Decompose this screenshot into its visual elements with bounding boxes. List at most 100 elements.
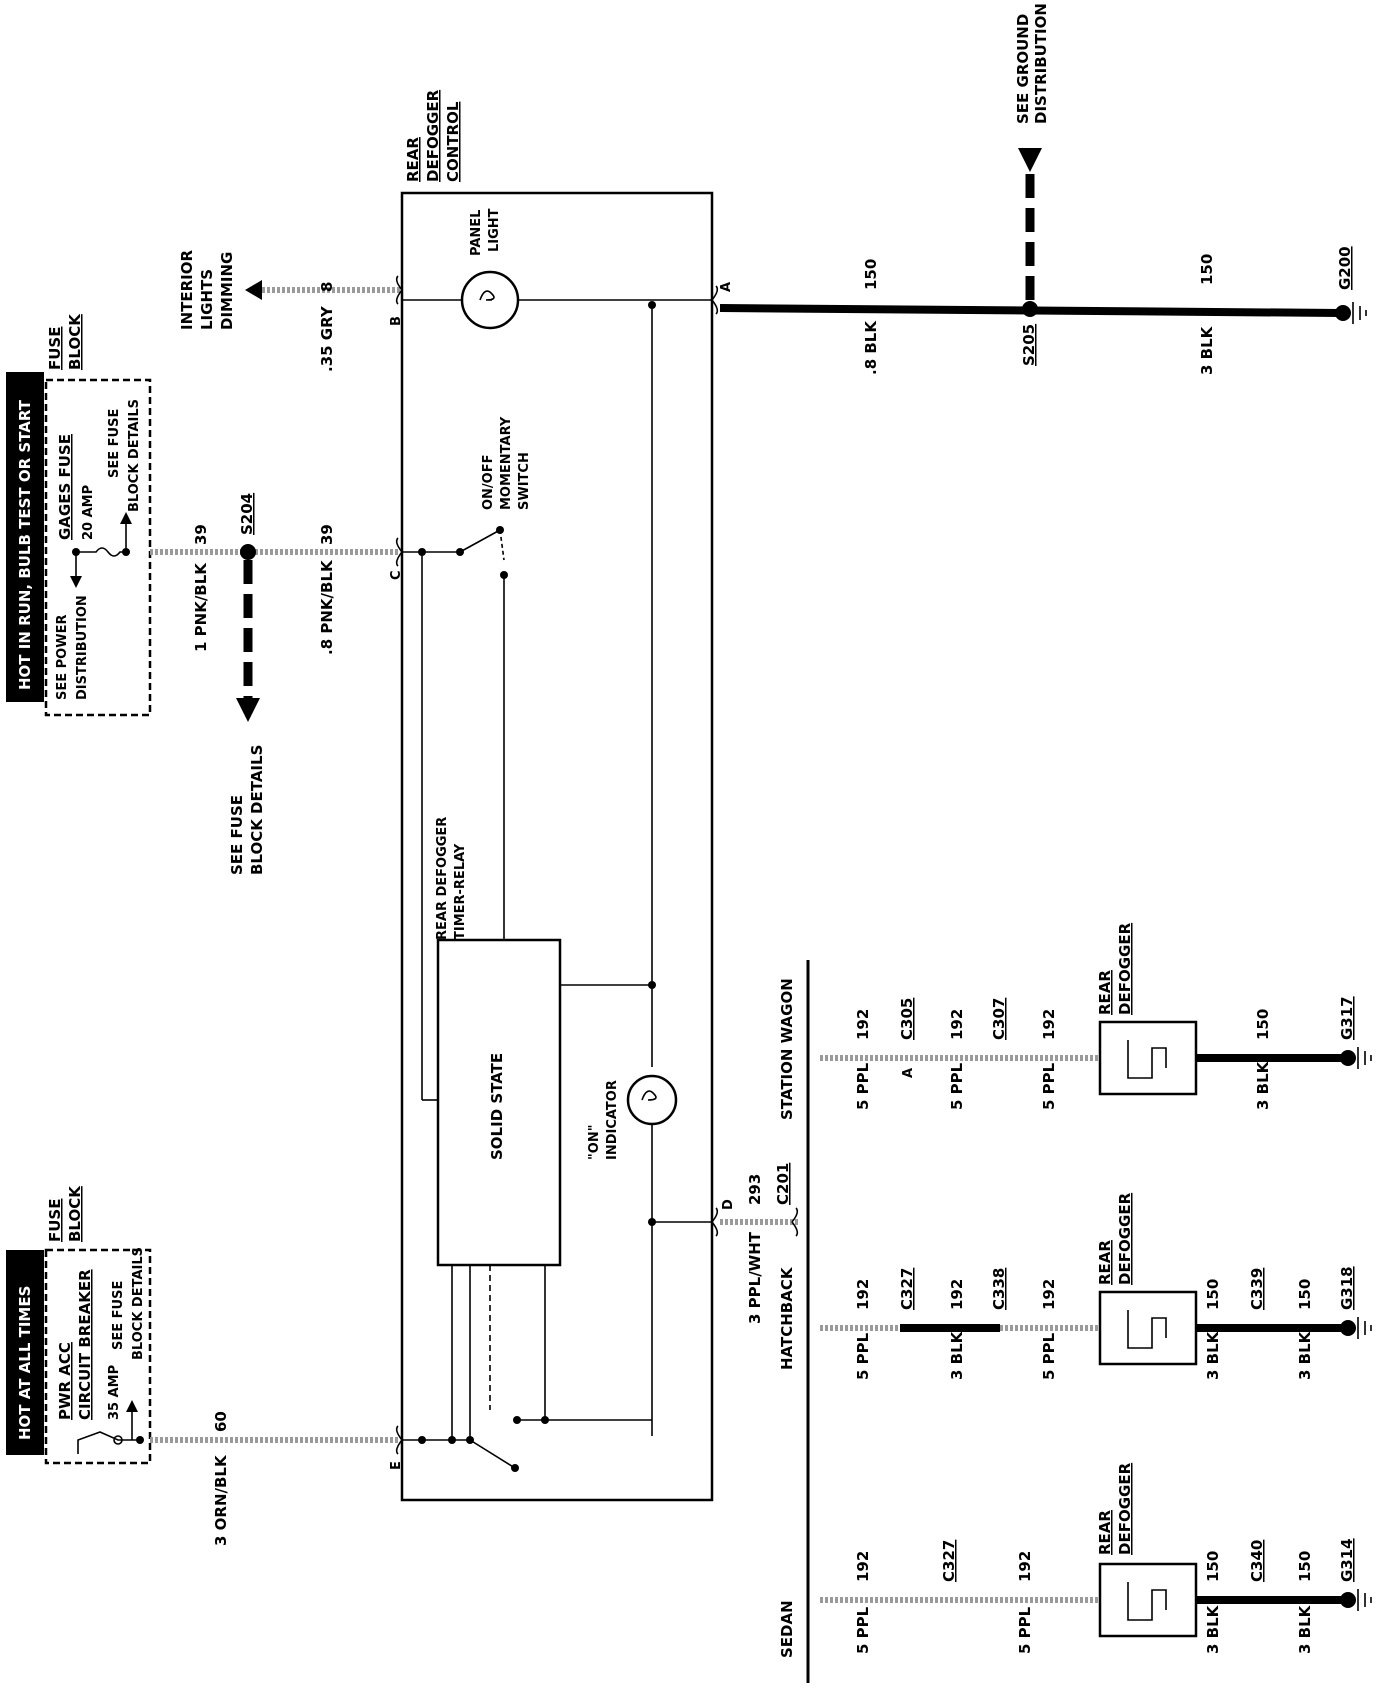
g317-node xyxy=(1340,1050,1356,1066)
sw-w5ppl-b: 5 PPL xyxy=(948,1062,966,1110)
on-ind-1: "ON" xyxy=(587,1125,602,1160)
sw-c150: 150 xyxy=(1254,1009,1272,1040)
on-indicator-icon xyxy=(626,1074,678,1126)
onoff-2: MOMENTARY xyxy=(499,416,514,510)
g314-label: G314 xyxy=(1338,1538,1356,1582)
sw-rd-2: DEFOGGER xyxy=(1116,922,1134,1015)
sd-defogger-box xyxy=(1098,1562,1198,1638)
pin-a-label: A xyxy=(719,282,734,292)
see-fuse-top-2: BLOCK DETAILS xyxy=(127,399,142,512)
fuse-block-bot-1: FUSE xyxy=(46,1199,64,1242)
c39-a-label: 39 xyxy=(192,524,210,545)
fuse-block-top-box xyxy=(44,378,152,717)
hot-all-bar xyxy=(6,1250,44,1455)
rdc-3: CONTROL xyxy=(444,101,462,182)
hb-c192-b: 192 xyxy=(948,1279,966,1310)
hb-rd-1: REAR xyxy=(1096,1240,1114,1285)
pwr-acc-1: PWR ACC xyxy=(56,1342,74,1420)
see-fuse-mid-2: BLOCK DETAILS xyxy=(248,745,266,875)
c60-label: 60 xyxy=(212,1411,230,1432)
hb-w3blk-b: 3 BLK xyxy=(1204,1330,1222,1380)
see-power-1: SEE POWER xyxy=(55,615,70,700)
rear-defogger-control-box xyxy=(400,191,714,1502)
on-filament xyxy=(641,1090,657,1101)
interior-1: INTERIOR xyxy=(178,250,196,330)
sd-rd-1: REAR xyxy=(1096,1510,1114,1555)
sd-w5ppl-b: 5 PPL xyxy=(1016,1606,1034,1654)
hb-w5ppl-b: 5 PPL xyxy=(1040,1332,1058,1380)
cb-node-2 xyxy=(136,1436,144,1444)
sd-c192-b: 192 xyxy=(1016,1551,1034,1582)
pin-c-label: C xyxy=(389,570,404,580)
pin-b-connector xyxy=(395,275,403,305)
rdc-2: DEFOGGER xyxy=(424,89,442,182)
w1pnk-label: 1 PNK/BLK xyxy=(192,562,210,652)
s205-node xyxy=(1022,301,1038,317)
interior-2: LIGHTS xyxy=(198,269,216,330)
c150-a-label: 150 xyxy=(862,259,880,290)
hb-c192-a: 192 xyxy=(854,1279,872,1310)
hb-grid-icon xyxy=(1127,1310,1167,1349)
w3blk-a-label: 3 BLK xyxy=(1198,325,1216,375)
pin-c-connector xyxy=(395,537,403,567)
sd-w3blk-b: 3 BLK xyxy=(1296,1604,1314,1654)
sw-defogger-box xyxy=(1098,1020,1198,1096)
hb-c339: C339 xyxy=(1248,1268,1266,1310)
sw-c192-c: 192 xyxy=(1040,1009,1058,1040)
hb-c327: C327 xyxy=(898,1268,916,1310)
w8blk-label: .8 BLK xyxy=(862,320,880,375)
s204-node xyxy=(240,544,256,560)
g317-ground-icon xyxy=(1357,1047,1372,1069)
hb-c150-b: 150 xyxy=(1296,1279,1314,1310)
cb-arrow-up-icon xyxy=(126,1400,138,1412)
s205-label: S205 xyxy=(1020,324,1038,366)
rdc-1: REAR xyxy=(404,137,422,182)
panel-filament xyxy=(479,290,495,301)
relay-node-blade xyxy=(511,1464,519,1472)
hb-w3blk-a: 3 BLK xyxy=(948,1330,966,1380)
pin-b-label: B xyxy=(389,316,404,326)
g314-ground-icon xyxy=(1357,1589,1372,1611)
hot-all-label: HOT AT ALL TIMES xyxy=(16,1286,34,1440)
hot-run-label: HOT IN RUN, BULB TEST OR START xyxy=(16,399,34,690)
see-fuse-bot-2: BLOCK DETAILS xyxy=(131,1247,146,1360)
sd-c327: C327 xyxy=(940,1540,958,1582)
sw-c192-a: 192 xyxy=(854,1009,872,1040)
fuse-block-top-2: BLOCK xyxy=(66,313,84,370)
sw-c305: C305 xyxy=(898,998,916,1040)
see-power-2: DISTRIBUTION xyxy=(75,595,90,700)
c201-label: C201 xyxy=(774,1163,792,1205)
timer-1: REAR DEFOGGER xyxy=(435,817,450,940)
sw-c192-b: 192 xyxy=(948,1009,966,1040)
interior-arrow-icon xyxy=(245,280,262,300)
panel-1: PANEL xyxy=(469,210,484,256)
w8pnk-label: .8 PNK/BLK xyxy=(318,559,336,655)
hb-w3blk-c: 3 BLK xyxy=(1296,1330,1314,1380)
hb-c338: C338 xyxy=(990,1268,1008,1310)
sd-c150-a: 150 xyxy=(1204,1551,1222,1582)
sedan-label: SEDAN xyxy=(778,1600,796,1658)
gages-fuse-icon xyxy=(76,547,126,557)
switch-dashed xyxy=(499,529,505,561)
interior-3: DIMMING xyxy=(218,252,236,330)
g200-node xyxy=(1335,305,1351,321)
sd-rd-2: DEFOGGER xyxy=(1116,1462,1134,1555)
g200-ground-icon xyxy=(1352,302,1367,324)
sw-c307: C307 xyxy=(990,998,1008,1040)
timer-node xyxy=(648,981,656,989)
g318-node xyxy=(1340,1320,1356,1336)
see-fuse-bot-1: SEE FUSE xyxy=(111,1281,126,1350)
sw-pin-a: A xyxy=(901,1068,916,1078)
hb-w5ppl: 5 PPL xyxy=(854,1332,872,1380)
sw-rd-1: REAR xyxy=(1096,970,1114,1015)
fuse-block-top-1: FUSE xyxy=(46,327,64,370)
relay-blade xyxy=(469,1439,516,1469)
solid-state-box xyxy=(436,938,562,1267)
switch-blade xyxy=(459,529,501,553)
sd-c192-a: 192 xyxy=(854,1551,872,1582)
w3ppl-label: 3 PPL/WHT xyxy=(746,1231,764,1324)
pin-d-label: D xyxy=(721,1199,736,1210)
c8-label: 8 xyxy=(318,282,336,292)
solid-state-label: SOLID STATE xyxy=(488,1053,506,1160)
